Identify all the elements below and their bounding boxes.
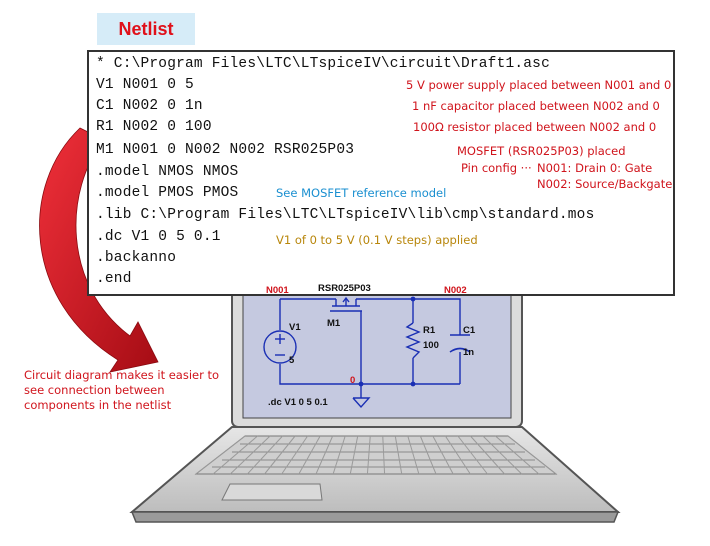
netlist-line: C1 N002 0 1n xyxy=(96,98,203,114)
netlist-line: V1 N001 0 5 xyxy=(96,77,194,93)
netlist-line: M1 N001 0 N002 N002 RSR025P03 xyxy=(96,142,355,158)
annotation-m1: MOSFET (RSR025P03) placed xyxy=(457,144,626,158)
netlist-line: * C:\Program Files\LTC\LTspiceIV\circuit… xyxy=(96,56,550,72)
schematic-node-n001: N001 xyxy=(266,285,289,296)
annotation-pin1: N001: Drain 0: Gate xyxy=(537,161,653,175)
annotation-dc: V1 of 0 to 5 V (0.1 V steps) applied xyxy=(276,233,478,247)
schematic-c1-value: 1n xyxy=(463,347,475,358)
resistor-symbol xyxy=(405,322,421,359)
title-box: Netlist xyxy=(97,13,195,45)
annotation-v1: 5 V power supply placed between N001 and… xyxy=(406,78,672,92)
netlist-line: .end xyxy=(96,271,132,287)
annotation-pin-prefix: Pin config ··· xyxy=(461,161,532,175)
schematic-r1: R1 xyxy=(423,325,436,336)
netlist-line: .lib C:\Program Files\LTC\LTspiceIV\lib\… xyxy=(96,207,595,223)
annotation-c1: 1 nF capacitor placed between N002 and 0 xyxy=(412,99,660,113)
capacitor-symbol xyxy=(449,334,471,353)
curved-arrow xyxy=(39,127,159,373)
mosfet-symbol xyxy=(330,296,362,312)
schematic-v1-value: 5 xyxy=(289,355,295,366)
schematic-directive: .dc V1 0 5 0.1 xyxy=(268,397,328,408)
schematic-c1: C1 xyxy=(463,325,476,336)
schematic-part-name: RSR025P03 xyxy=(318,283,371,294)
touchpad xyxy=(221,483,323,501)
annotation-model: See MOSFET reference model xyxy=(276,186,447,200)
note-text: Circuit diagram makes it easier to see c… xyxy=(24,368,220,412)
ground-symbol xyxy=(352,397,371,409)
schematic-ground-node: 0 xyxy=(350,375,356,386)
annotation-pin2: N002: Source/Backgate xyxy=(537,177,673,191)
schematic-wires xyxy=(279,298,461,398)
title: Netlist xyxy=(118,19,174,39)
schematic-v1: V1 xyxy=(289,322,301,333)
netlist-line: .model PMOS PMOS xyxy=(96,185,239,201)
netlist-line: R1 N002 0 100 xyxy=(96,119,212,135)
schematic-node-n002: N002 xyxy=(444,285,467,296)
schematic-m1: M1 xyxy=(327,318,341,329)
annotation-r1: 100Ω resistor placed between N002 and 0 xyxy=(413,120,657,134)
netlist-panel xyxy=(87,50,675,296)
laptop-screen-inner xyxy=(242,271,512,419)
netlist-line: .model NMOS NMOS xyxy=(96,164,239,180)
netlist-line: .dc V1 0 5 0.1 xyxy=(96,229,221,245)
netlist-line: .backanno xyxy=(96,250,177,266)
voltage-source-symbol xyxy=(263,330,297,364)
schematic-r1-value: 100 xyxy=(423,340,439,351)
